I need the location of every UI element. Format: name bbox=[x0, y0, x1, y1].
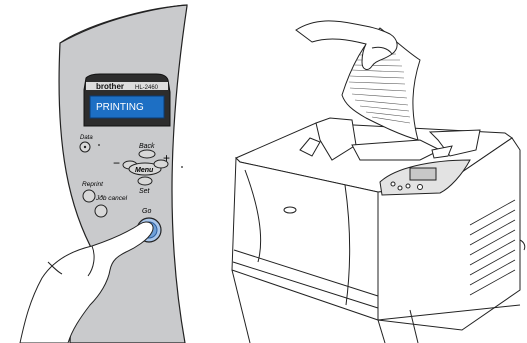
data-label: Data bbox=[80, 135, 93, 141]
set-label: Set bbox=[139, 188, 151, 195]
plus-label: + bbox=[163, 151, 170, 165]
set-button[interactable] bbox=[138, 177, 152, 185]
back-button[interactable] bbox=[139, 150, 155, 158]
reprint-label: Reprint bbox=[82, 181, 104, 188]
reprint-button[interactable] bbox=[83, 190, 95, 202]
brand-logo: brother bbox=[96, 82, 124, 91]
back-label: Back bbox=[139, 143, 155, 150]
menu-label: Menu bbox=[135, 167, 154, 174]
job-cancel-label: Job cancel bbox=[95, 195, 128, 202]
lcd-text: PRINTING bbox=[96, 102, 144, 113]
minus-label: − bbox=[113, 156, 120, 170]
go-label: Go bbox=[142, 208, 151, 215]
model-label: HL-2460 bbox=[135, 85, 159, 91]
job-cancel-button[interactable] bbox=[95, 205, 107, 217]
